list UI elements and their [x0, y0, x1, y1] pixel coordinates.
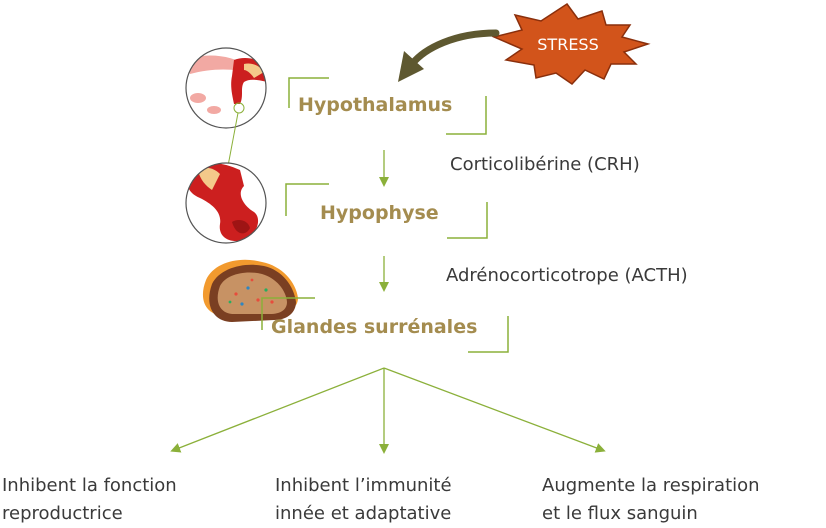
- effect-respiration-line2: et le flux sanguin: [542, 503, 698, 524]
- arrow-to-respiration: [383, 367, 606, 453]
- acth-label: Adrénocorticotrope (ACTH): [446, 265, 688, 286]
- effect-immunity: Inhibent l’immunité innée et adaptative: [275, 472, 452, 528]
- effect-immunity-line1: Inhibent l’immunité: [275, 475, 452, 496]
- adrenal-illustration: [202, 259, 298, 322]
- effect-respiration: Augmente la respiration et le flux sangu…: [542, 472, 760, 528]
- adrenal-label: Glandes surrénales: [271, 316, 478, 338]
- adrenal-bracket: [261, 297, 509, 353]
- effect-immunity-line2: innée et adaptative: [275, 503, 452, 524]
- hypothalamus-label: Hypothalamus: [298, 94, 453, 116]
- stress-arrow: [398, 29, 500, 82]
- stress-burst-shape: [491, 2, 651, 85]
- stress-label: STRESS: [537, 35, 598, 54]
- effect-reproductive-line2: reproductrice: [2, 503, 123, 524]
- hypophysis-illustration: [185, 162, 267, 244]
- zoom-link: [227, 112, 239, 167]
- effect-reproductive: Inhibent la fonction reproductrice: [2, 472, 177, 528]
- hypophysis-bracket: [285, 183, 488, 239]
- stress-burst: STRESS: [491, 2, 651, 85]
- arrow-to-reproductive: [170, 367, 385, 453]
- effect-respiration-line1: Augmente la respiration: [542, 475, 760, 496]
- hypothalamus-illustration: [185, 47, 267, 129]
- crh-label: Corticolibérine (CRH): [450, 154, 640, 175]
- hypophysis-label: Hypophyse: [320, 202, 439, 224]
- hypothalamus-bracket: [288, 77, 487, 135]
- effect-reproductive-line1: Inhibent la fonction: [2, 475, 177, 496]
